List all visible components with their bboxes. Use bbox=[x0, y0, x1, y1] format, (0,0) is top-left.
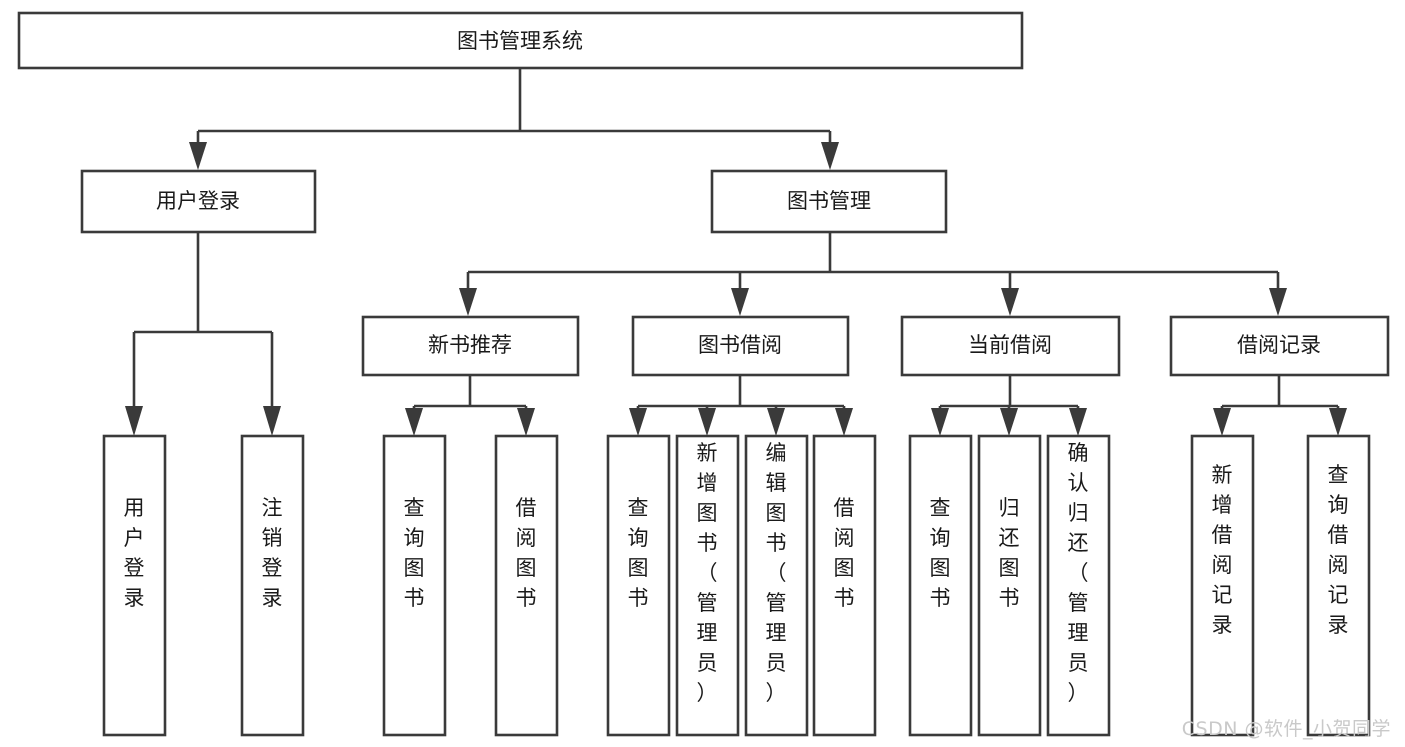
leaf-book-borrow-1-label: 新增图书（管理员） bbox=[697, 441, 718, 705]
node-book-borrow[interactable]: 图书借阅 bbox=[631, 315, 850, 377]
leaf-book-borrow-1[interactable]: 新增图书（管理员） bbox=[675, 434, 740, 737]
node-new-book-recommend-rect[interactable] bbox=[361, 315, 580, 377]
arrow-root-to-user-login bbox=[189, 142, 207, 170]
arrow-user-login-leaf1 bbox=[263, 406, 281, 436]
leaf-book-borrow-3-label: 借阅图书 bbox=[834, 496, 855, 610]
leaf-recommend-1-label: 借阅图书 bbox=[516, 496, 537, 610]
node-root-label: 图书管理系统 bbox=[457, 29, 583, 53]
leaf-current-borrow-1[interactable]: 归还图书 bbox=[977, 434, 1042, 737]
arrow-user-login-leaf0 bbox=[125, 406, 143, 436]
node-current-borrow-label: 当前借阅 bbox=[968, 333, 1052, 357]
leaf-recommend-0-label: 查询图书 bbox=[404, 496, 425, 610]
node-book-borrow-rect[interactable] bbox=[631, 315, 850, 377]
node-user-login-label: 用户登录 bbox=[156, 189, 240, 213]
arrow-recommend-leaf0 bbox=[405, 408, 423, 436]
arrow-current-leaf0 bbox=[931, 408, 949, 436]
leaf-current-borrow-2-label: 确认归还（管理员） bbox=[1068, 441, 1089, 705]
node-borrow-record-rect[interactable] bbox=[1169, 315, 1390, 377]
leaf-borrow-record-0-rect[interactable] bbox=[1190, 434, 1255, 737]
csdn-watermark: CSDN @软件_小贺同学 bbox=[1181, 718, 1391, 740]
node-layer: 图书管理系统 用户登录 图书管理 新书推荐 图书借阅 当前 bbox=[17, 11, 1390, 737]
arrow-borrow-leaf0 bbox=[629, 408, 647, 436]
leaf-borrow-record-0-label: 新增借阅记录 bbox=[1212, 463, 1233, 637]
leaf-book-borrow-3[interactable]: 借阅图书 bbox=[812, 434, 877, 737]
node-new-book-recommend[interactable]: 新书推荐 bbox=[361, 315, 580, 377]
leaf-recommend-1-rect[interactable] bbox=[494, 434, 559, 737]
node-book-management-label: 图书管理 bbox=[787, 189, 871, 213]
leaf-book-borrow-1-rect[interactable] bbox=[675, 434, 740, 737]
leaf-borrow-record-0[interactable]: 新增借阅记录 bbox=[1190, 434, 1255, 737]
leaf-current-borrow-1-label: 归还图书 bbox=[999, 496, 1020, 610]
leaf-recommend-0-rect[interactable] bbox=[382, 434, 447, 737]
leaf-borrow-record-1-rect[interactable] bbox=[1306, 434, 1371, 737]
leaf-recommend-0[interactable]: 查询图书 bbox=[382, 434, 447, 737]
arrow-record-leaf0 bbox=[1213, 408, 1231, 436]
arrow-current-leaf2 bbox=[1069, 408, 1087, 436]
arrow-borrow-leaf2 bbox=[767, 408, 785, 436]
leaf-book-borrow-3-rect[interactable] bbox=[812, 434, 877, 737]
arrow-book-mgmt-c1 bbox=[731, 288, 749, 316]
node-borrow-record-label: 借阅记录 bbox=[1237, 333, 1321, 357]
leaf-current-borrow-2[interactable]: 确认归还（管理员） bbox=[1046, 434, 1111, 737]
node-book-borrow-label: 图书借阅 bbox=[698, 333, 782, 357]
edge-layer bbox=[125, 68, 1347, 436]
arrow-book-mgmt-c0 bbox=[459, 288, 477, 316]
leaf-book-borrow-2-rect[interactable] bbox=[744, 434, 809, 737]
arrow-book-mgmt-c2 bbox=[1001, 288, 1019, 316]
node-current-borrow[interactable]: 当前借阅 bbox=[900, 315, 1121, 377]
leaf-user-login-1-label: 注销登录 bbox=[262, 496, 283, 610]
node-user-login-rect[interactable] bbox=[80, 169, 317, 234]
arrow-root-to-book-mgmt bbox=[821, 142, 839, 170]
leaf-book-borrow-0[interactable]: 查询图书 bbox=[606, 434, 671, 737]
leaf-book-borrow-2-label: 编辑图书（管理员） bbox=[766, 441, 787, 705]
leaf-user-login-1-rect[interactable] bbox=[240, 434, 305, 737]
leaf-current-borrow-1-rect[interactable] bbox=[977, 434, 1042, 737]
leaf-user-login-0[interactable]: 用户登录 bbox=[102, 434, 167, 737]
arrow-current-leaf1 bbox=[1000, 408, 1018, 436]
node-new-book-recommend-label: 新书推荐 bbox=[428, 333, 512, 357]
node-borrow-record[interactable]: 借阅记录 bbox=[1169, 315, 1390, 377]
leaf-current-borrow-0-label: 查询图书 bbox=[930, 496, 951, 610]
leaf-current-borrow-2-rect[interactable] bbox=[1046, 434, 1111, 737]
leaf-user-login-1[interactable]: 注销登录 bbox=[240, 434, 305, 737]
arrow-borrow-leaf1 bbox=[698, 408, 716, 436]
leaf-book-borrow-0-rect[interactable] bbox=[606, 434, 671, 737]
arrow-borrow-leaf3 bbox=[835, 408, 853, 436]
leaf-borrow-record-1-label: 查询借阅记录 bbox=[1328, 463, 1349, 637]
leaf-book-borrow-2[interactable]: 编辑图书（管理员） bbox=[744, 434, 809, 737]
leaf-borrow-record-1[interactable]: 查询借阅记录 bbox=[1306, 434, 1371, 737]
node-user-login[interactable]: 用户登录 bbox=[80, 169, 317, 234]
node-root-rect[interactable] bbox=[17, 11, 1024, 70]
arrow-recommend-leaf1 bbox=[517, 408, 535, 436]
node-root[interactable]: 图书管理系统 bbox=[17, 11, 1024, 70]
leaf-user-login-0-rect[interactable] bbox=[102, 434, 167, 737]
leaf-book-borrow-0-label: 查询图书 bbox=[628, 496, 649, 610]
arrow-book-mgmt-c3 bbox=[1269, 288, 1287, 316]
node-current-borrow-rect[interactable] bbox=[900, 315, 1121, 377]
node-book-management-rect[interactable] bbox=[710, 169, 948, 234]
leaf-user-login-0-label: 用户登录 bbox=[124, 496, 145, 610]
leaf-current-borrow-0-rect[interactable] bbox=[908, 434, 973, 737]
node-book-management[interactable]: 图书管理 bbox=[710, 169, 948, 234]
arrow-record-leaf1 bbox=[1329, 408, 1347, 436]
leaf-current-borrow-0[interactable]: 查询图书 bbox=[908, 434, 973, 737]
leaf-recommend-1[interactable]: 借阅图书 bbox=[494, 434, 559, 737]
